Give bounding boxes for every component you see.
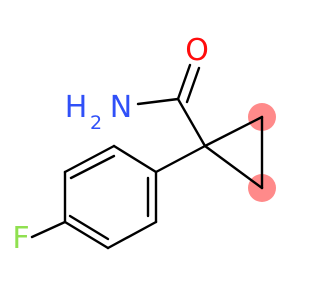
fluorine-label: F	[12, 221, 29, 256]
bonds	[30, 63, 264, 250]
bond-carbonyl-double-2	[185, 66, 201, 104]
bond-aryl-fluorine	[30, 220, 67, 239]
bond-benzene-1	[112, 144, 158, 174]
molecule-structure: O H 2 N F	[12, 33, 276, 256]
oxygen-label: O	[185, 33, 209, 68]
bond-benzene-4	[63, 220, 110, 250]
bond-ring-1	[203, 115, 264, 148]
amine-hydrogen-label: H	[65, 90, 88, 125]
bond-ring-3	[203, 144, 264, 190]
atom-labels: O H 2 N F	[12, 33, 208, 256]
molecule-canvas: O H 2 N F	[12, 33, 276, 256]
bond-benzene-2	[63, 144, 116, 174]
bond-benzene-5	[106, 220, 158, 250]
bond-carbonyl-amine	[136, 97, 180, 106]
nitrogen-label: N	[110, 90, 132, 125]
amine-hydrogen-count: 2	[90, 112, 102, 134]
bond-quaternary-aryl	[154, 144, 207, 174]
bond-benzene-inner-1	[69, 154, 116, 180]
bond-benzene-inner-2	[68, 214, 110, 241]
bond-carbonyl-double-1	[176, 63, 192, 101]
bond-carbonyl-quaternary	[176, 97, 207, 148]
